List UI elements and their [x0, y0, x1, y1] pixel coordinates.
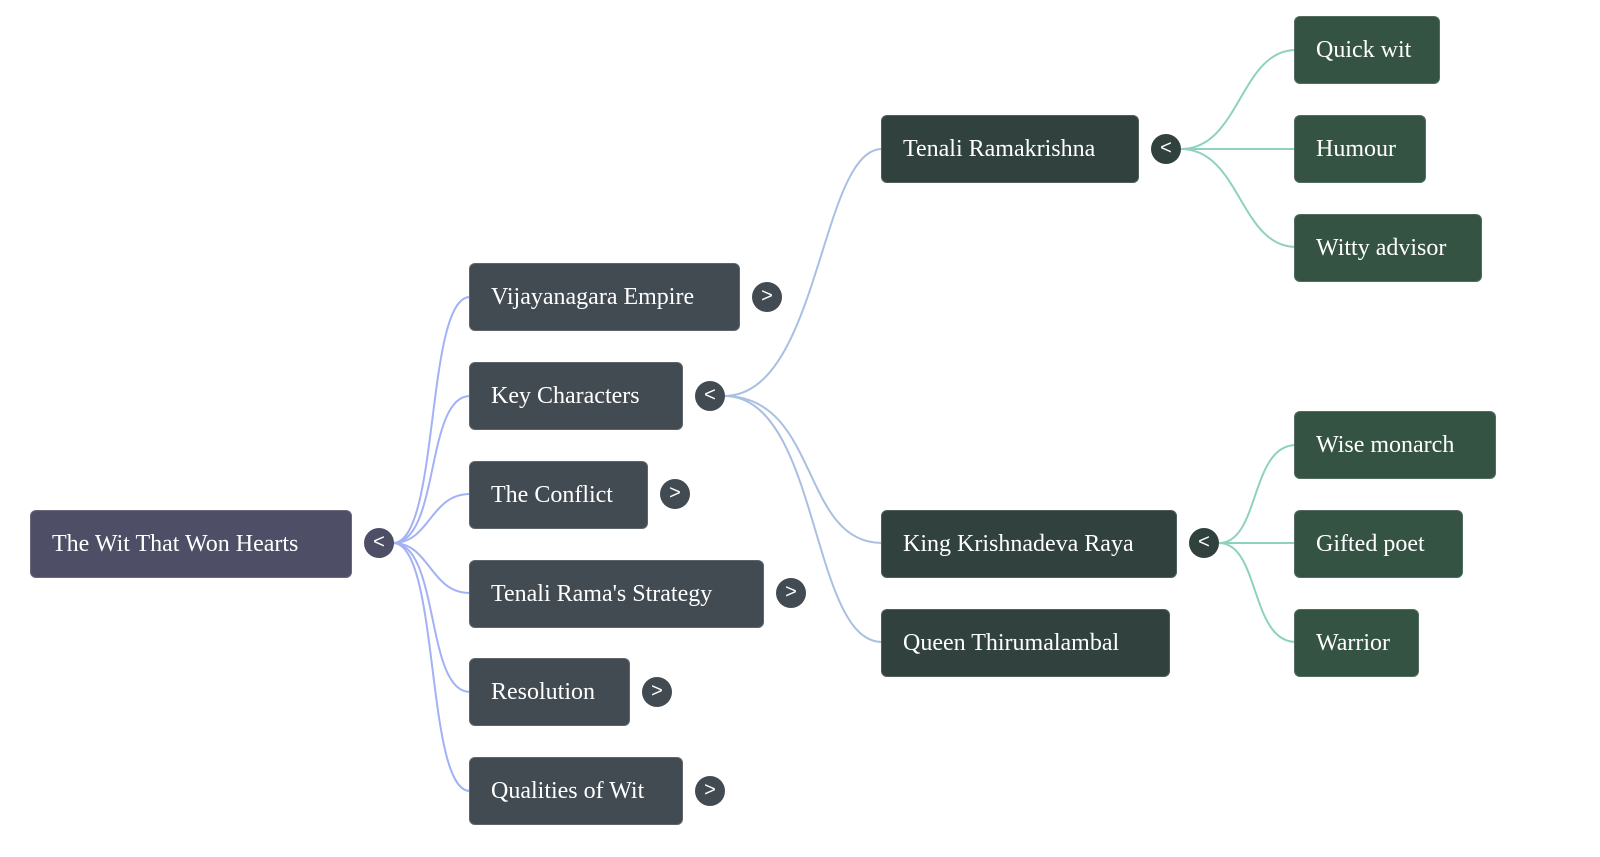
branch-node-tenali-ramas-strategy[interactable]: Tenali Rama's Strategy: [469, 560, 764, 628]
trait-node-humour[interactable]: Humour: [1294, 115, 1426, 183]
root-node[interactable]: The Wit That Won Hearts: [30, 510, 352, 578]
trait-node-label: Warrior: [1316, 630, 1391, 656]
branch-node-label: The Conflict: [491, 482, 613, 508]
trait-node-gifted-poet[interactable]: Gifted poet: [1294, 510, 1463, 578]
collapse-toggle-tenali-ramakrishna[interactable]: <: [1151, 134, 1181, 164]
edge-key-characters-to-queen: [723, 395, 883, 643]
edge-king-to-warrior: [1218, 542, 1297, 643]
character-node-label: Tenali Ramakrishna: [903, 136, 1096, 162]
character-node-king-krishnadeva-raya[interactable]: King Krishnadeva Raya: [881, 510, 1177, 578]
edge-root-to-the-conflict: [392, 493, 471, 544]
branch-node-key-characters[interactable]: Key Characters: [469, 362, 683, 430]
root-node-label: The Wit That Won Hearts: [52, 531, 299, 557]
trait-node-witty-advisor[interactable]: Witty advisor: [1294, 214, 1482, 282]
expand-toggle-tenali-ramas-strategy[interactable]: >: [776, 578, 806, 608]
trait-node-label: Gifted poet: [1316, 531, 1425, 557]
edge-root-to-qualities-of-wit: [392, 542, 471, 792]
branch-node-the-conflict[interactable]: The Conflict: [469, 461, 648, 529]
expand-toggle-resolution[interactable]: >: [642, 677, 672, 707]
branch-node-label: Qualities of Wit: [491, 778, 645, 804]
branch-node-label: Resolution: [491, 679, 596, 705]
trait-node-label: Witty advisor: [1316, 235, 1447, 261]
trait-node-label: Wise monarch: [1316, 432, 1455, 458]
trait-node-warrior[interactable]: Warrior: [1294, 609, 1419, 677]
branch-node-label: Vijayanagara Empire: [491, 284, 695, 310]
expand-toggle-vijayanagara-empire[interactable]: >: [752, 282, 782, 312]
character-node-label: Queen Thirumalambal: [903, 630, 1120, 656]
branch-node-qualities-of-wit[interactable]: Qualities of Wit: [469, 757, 683, 825]
branch-node-resolution[interactable]: Resolution: [469, 658, 630, 726]
trait-node-wise-monarch[interactable]: Wise monarch: [1294, 411, 1496, 479]
collapse-toggle-key-characters[interactable]: <: [695, 381, 725, 411]
edge-key-characters-to-tenali: [723, 148, 883, 397]
trait-node-quick-wit[interactable]: Quick wit: [1294, 16, 1440, 84]
collapse-toggle-king-krishnadeva-raya[interactable]: <: [1189, 528, 1219, 558]
edge-root-to-strategy: [392, 542, 471, 594]
expand-toggle-the-conflict[interactable]: >: [660, 479, 690, 509]
trait-node-label: Quick wit: [1316, 37, 1412, 63]
edge-key-characters-to-king: [723, 395, 883, 544]
character-node-label: King Krishnadeva Raya: [903, 531, 1134, 557]
edge-root-to-resolution: [392, 542, 471, 693]
branch-node-vijayanagara-empire[interactable]: Vijayanagara Empire: [469, 263, 740, 331]
branch-node-label: Tenali Rama's Strategy: [491, 581, 713, 607]
branch-node-label: Key Characters: [491, 383, 640, 409]
edge-root-to-key-characters: [392, 395, 471, 544]
character-node-queen-thirumalambal[interactable]: Queen Thirumalambal: [881, 609, 1170, 677]
edge-root-to-vijayanagara-empire: [392, 296, 471, 544]
edge-tenali-to-quick-wit: [1180, 49, 1297, 150]
expand-toggle-qualities-of-wit[interactable]: >: [695, 776, 725, 806]
character-node-tenali-ramakrishna[interactable]: Tenali Ramakrishna: [881, 115, 1139, 183]
edge-tenali-to-witty-advisor: [1180, 148, 1297, 248]
trait-node-label: Humour: [1316, 136, 1396, 162]
edge-king-to-wise-monarch: [1218, 444, 1297, 544]
collapse-toggle-root[interactable]: <: [364, 528, 394, 558]
